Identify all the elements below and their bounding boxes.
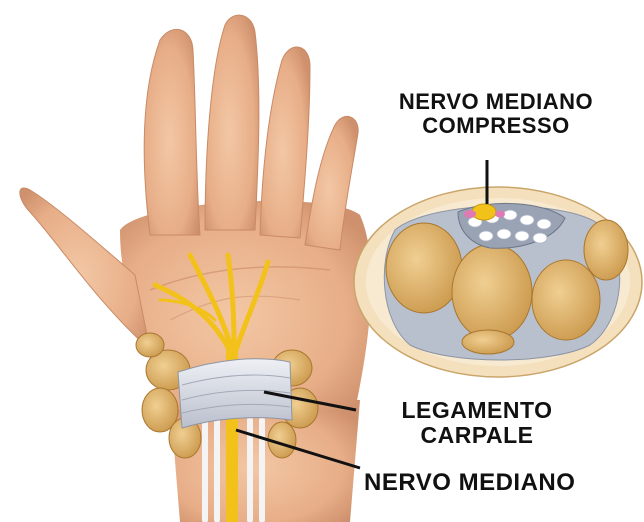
carpal-ligament-label: LEGAMENTO CARPALE — [360, 398, 594, 448]
compressed-nerve-label-line2: COMPRESSO — [348, 114, 644, 138]
compressed-nerve-label-line1: NERVO MEDIANO — [348, 90, 644, 114]
ring-finger — [260, 47, 310, 238]
compressed-nerve-label: NERVO MEDIANO COMPRESSO — [348, 90, 644, 138]
median-nerve-label: NERVO MEDIANO — [364, 470, 644, 496]
wrist-cross-section — [354, 187, 642, 377]
median-nerve-label-text: NERVO MEDIANO — [364, 470, 644, 496]
middle-finger — [205, 15, 259, 230]
carpal-ligament-label-line2: CARPALE — [360, 423, 594, 448]
compressed-nerve-dot — [472, 204, 496, 220]
carpal-ligament-label-line1: LEGAMENTO — [360, 398, 594, 423]
index-finger — [144, 29, 200, 235]
